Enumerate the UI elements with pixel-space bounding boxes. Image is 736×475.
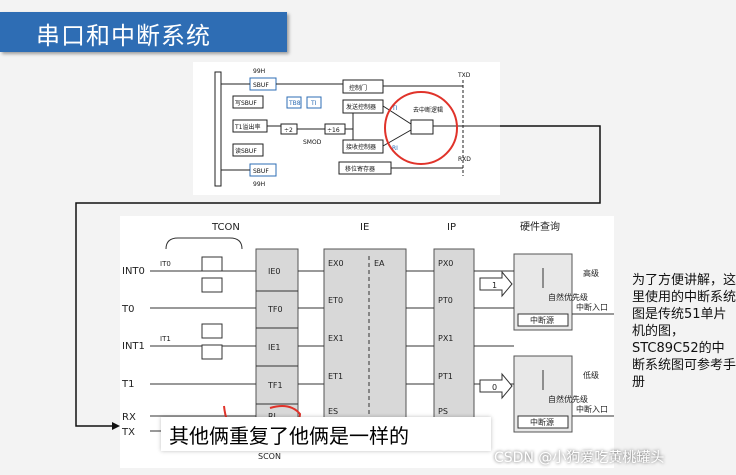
uart-diagram-svg: 99H SBUF 写SBUF T1溢出率 读SBUF SBUF 99H TB8 …: [214, 68, 500, 188]
int-flag-tf1: TF1: [267, 381, 283, 390]
int-high-level: 1: [492, 281, 497, 290]
int-flag-ri: RI: [268, 412, 276, 421]
uart-diagram: 99H SBUF 写SBUF T1溢出率 读SBUF SBUF 99H TB8 …: [193, 62, 500, 195]
interrupt-diagram-svg: TCON IE IP 硬件查询 INT0 T0 INT1 T1 RX TX IT…: [121, 220, 614, 461]
uart-recv-ctrl: 接收控制器: [346, 143, 376, 151]
slide-title-bar: 串口和中断系统: [0, 12, 287, 52]
uart-tb8: TB8: [288, 100, 301, 107]
int-flag-ie1: IE1: [268, 343, 281, 352]
int-it0: IT0: [160, 260, 171, 268]
uart-div2: ÷2: [284, 127, 293, 134]
uart-ti: TI: [310, 100, 317, 107]
int-ie-et1: ET1: [328, 372, 343, 381]
int-input-tx: TX: [121, 427, 135, 438]
int-input-t0: T0: [121, 304, 134, 315]
uart-send-ctrl: 发送控制器: [346, 103, 376, 111]
int-ip-header: IP: [447, 222, 456, 233]
uart-t1-overflow: T1溢出率: [234, 123, 260, 131]
slide-title: 串口和中断系统: [36, 22, 211, 50]
side-note: 为了方便讲解，这里使用的中断系统图是传统51单片机的图，STC89C52的中断系…: [632, 273, 736, 390]
uart-ti-label: TI: [391, 105, 398, 112]
uart-txd: TXD: [457, 72, 471, 79]
video-subtitle: 其他俩重复了他俩是一样的: [161, 417, 491, 451]
int-hw-query-header: 硬件查询: [520, 220, 560, 233]
int-high-box: 自然优先级: [548, 292, 588, 302]
int-ip-px1: PX1: [438, 334, 453, 343]
int-ie-ex0: EX0: [328, 259, 344, 268]
uart-write-sbuf: 写SBUF: [235, 100, 257, 107]
uart-rxd: RXD: [458, 156, 471, 163]
uart-div16: ÷16: [327, 127, 340, 134]
video-subtitle-text: 其他俩重复了他俩是一样的: [169, 424, 409, 448]
int-input-t1: T1: [121, 379, 134, 390]
int-input-int1: INT1: [122, 341, 145, 352]
uart-smod: SMOD: [303, 139, 322, 146]
int-ip-ps: PS: [438, 407, 448, 416]
int-low-entry: 中断入口: [576, 404, 608, 414]
uart-sbuf-top: SBUF: [253, 82, 269, 89]
int-low-side: 低级: [583, 370, 599, 380]
int-ie-ea: EA: [374, 259, 385, 268]
int-tcon-header: TCON: [211, 222, 240, 233]
int-low-level: 0: [492, 383, 497, 392]
int-ip-pt1: PT1: [438, 372, 453, 381]
int-low-box: 自然优先级: [548, 394, 588, 404]
int-high-entry: 中断入口: [576, 302, 608, 312]
int-scon: SCON: [258, 452, 281, 461]
uart-sbuf-top-addr: 99H: [253, 68, 265, 75]
int-ie-es: ES: [328, 407, 338, 416]
int-input-int0: INT0: [122, 266, 145, 277]
int-flag-ie0: IE0: [268, 267, 281, 276]
uart-sbuf-bottom-addr: 99H: [253, 181, 265, 188]
uart-read-sbuf: 读SBUF: [235, 147, 257, 155]
int-high-source: 中断源: [530, 315, 554, 325]
int-ie-et0: ET0: [328, 296, 343, 305]
int-ie-header: IE: [360, 222, 369, 233]
csdn-watermark: CSDN @小狗爱吃黄桃罐头: [494, 450, 665, 466]
int-ip-pt0: PT0: [438, 296, 453, 305]
uart-shift-reg: 移位寄存器: [345, 165, 375, 173]
uart-int-logic: 去中断逻辑: [413, 106, 443, 114]
uart-sbuf-bottom: SBUF: [253, 168, 269, 175]
int-ip-px0: PX0: [438, 259, 453, 268]
uart-highlight-circle: [384, 91, 458, 165]
int-flag-tf0: TF0: [267, 305, 283, 314]
int-it1: IT1: [160, 335, 171, 343]
int-input-rx: RX: [122, 412, 136, 423]
int-ie-ex1: EX1: [328, 334, 344, 343]
int-low-source: 中断源: [530, 417, 554, 427]
uart-control-gate: 控制门: [349, 84, 367, 92]
int-high-side: 高级: [583, 268, 599, 278]
